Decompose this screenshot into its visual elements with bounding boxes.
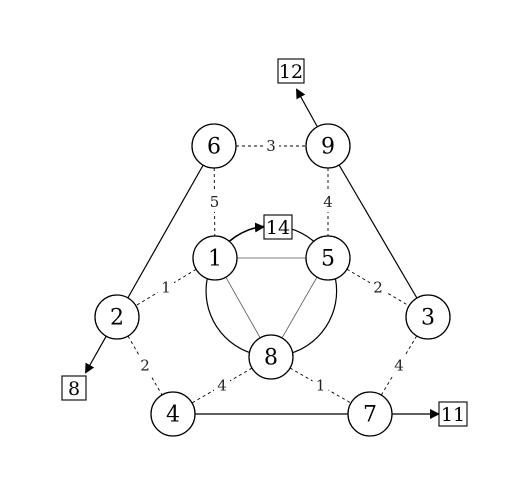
edge-weight-6-9: 3 bbox=[263, 136, 279, 156]
node-label: 9 bbox=[321, 135, 335, 160]
edge-weight-label: 4 bbox=[394, 357, 404, 375]
edge-weight-label: 1 bbox=[316, 377, 326, 395]
edge-weight-3-7: 4 bbox=[391, 355, 407, 376]
triangle-edge-1-8 bbox=[225, 276, 261, 339]
terminal-box-11: 11 bbox=[438, 401, 468, 427]
terminal-box-8: 8 bbox=[61, 375, 87, 401]
edge-weight-9-5: 4 bbox=[320, 192, 336, 212]
edge-weight-label: 3 bbox=[266, 137, 276, 155]
arrow-2-to-8 bbox=[85, 335, 107, 374]
nodes-layer: 1 2 3 4 5 6 7 8 9 bbox=[94, 123, 451, 437]
arrow-1-to-14 bbox=[229, 222, 265, 242]
node-label: 6 bbox=[207, 135, 221, 160]
weights-layer: 3 5 4 1 2 2 4 4 1 bbox=[137, 136, 407, 396]
dashed-edge-2-4 bbox=[127, 335, 163, 396]
node-label: 8 bbox=[264, 346, 278, 371]
arrows-layer bbox=[85, 88, 440, 419]
edge-weight-label: 2 bbox=[373, 279, 383, 297]
node-label: 4 bbox=[166, 403, 180, 428]
terminal-label: 12 bbox=[279, 61, 303, 83]
node-2: 2 bbox=[94, 294, 140, 340]
triangle-edge-5-8 bbox=[281, 276, 318, 339]
node-label: 3 bbox=[421, 306, 435, 331]
edge-weight-5-3: 2 bbox=[370, 277, 386, 298]
node-5: 5 bbox=[305, 235, 351, 281]
edge-weight-label: 4 bbox=[217, 377, 227, 395]
edge-weight-8-4: 4 bbox=[214, 375, 230, 396]
terminal-label: 11 bbox=[441, 404, 465, 426]
node-6: 6 bbox=[191, 123, 237, 169]
edge-weight-label: 1 bbox=[161, 279, 171, 297]
solid-edge-6-2 bbox=[127, 164, 204, 299]
node-8: 8 bbox=[248, 334, 294, 380]
solid-edge-9-3 bbox=[338, 164, 418, 299]
edge-weight-2-4: 2 bbox=[137, 355, 153, 376]
node-9: 9 bbox=[305, 123, 351, 169]
edge-weight-label: 2 bbox=[140, 357, 150, 375]
terminal-label: 8 bbox=[68, 378, 80, 400]
node-1: 1 bbox=[192, 235, 238, 281]
node-label: 7 bbox=[363, 403, 377, 428]
node-3: 3 bbox=[405, 294, 451, 340]
terminal-box-14: 14 bbox=[263, 214, 293, 240]
dashed-edge-6-1 bbox=[213, 167, 216, 237]
node-label: 5 bbox=[321, 247, 335, 272]
edge-weight-label: 4 bbox=[323, 193, 333, 211]
node-label: 1 bbox=[208, 247, 222, 272]
terminal-box-12: 12 bbox=[277, 58, 305, 84]
node-4: 4 bbox=[150, 391, 196, 437]
edge-weight-label: 5 bbox=[210, 193, 220, 211]
terminal-label: 14 bbox=[266, 217, 290, 239]
edge-weight-1-2: 1 bbox=[158, 277, 174, 298]
edge-weight-8-7: 1 bbox=[312, 375, 329, 396]
arrow-9-to-12 bbox=[296, 88, 318, 128]
node-7: 7 bbox=[347, 391, 393, 437]
node-label: 2 bbox=[110, 306, 124, 331]
edge-weight-6-1: 5 bbox=[206, 192, 223, 212]
